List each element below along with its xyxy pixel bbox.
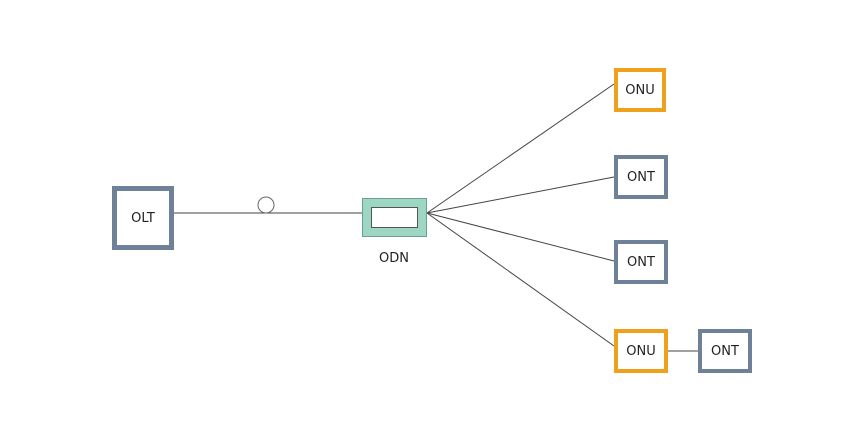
ont-node-3: ONT (698, 329, 752, 373)
fiber-coupler-icon (257, 196, 275, 214)
odn-splitter (362, 198, 427, 237)
olt-node: OLT (112, 186, 174, 250)
olt-label: OLT (131, 210, 155, 226)
ont-node-1: ONT (614, 155, 668, 199)
ont-node-1-label: ONT (627, 169, 655, 185)
odn-label: ODN (379, 251, 409, 266)
odn-to-ont-2-line (426, 212, 615, 262)
odn-to-ont-1-line (426, 176, 615, 214)
odn-splitter-window (371, 207, 418, 228)
ont-node-3-label: ONT (711, 343, 739, 359)
ont-node-2: ONT (614, 240, 668, 284)
odn-to-onu-2-line (426, 212, 615, 347)
onu-node-1-label: ONU (625, 82, 655, 98)
onu-node-2-label: ONU (626, 343, 656, 359)
onu-node-2: ONU (614, 329, 668, 373)
onu-node-1: ONU (614, 68, 666, 112)
ont-node-2-label: ONT (627, 254, 655, 270)
odn-to-onu-1-line (426, 83, 615, 214)
